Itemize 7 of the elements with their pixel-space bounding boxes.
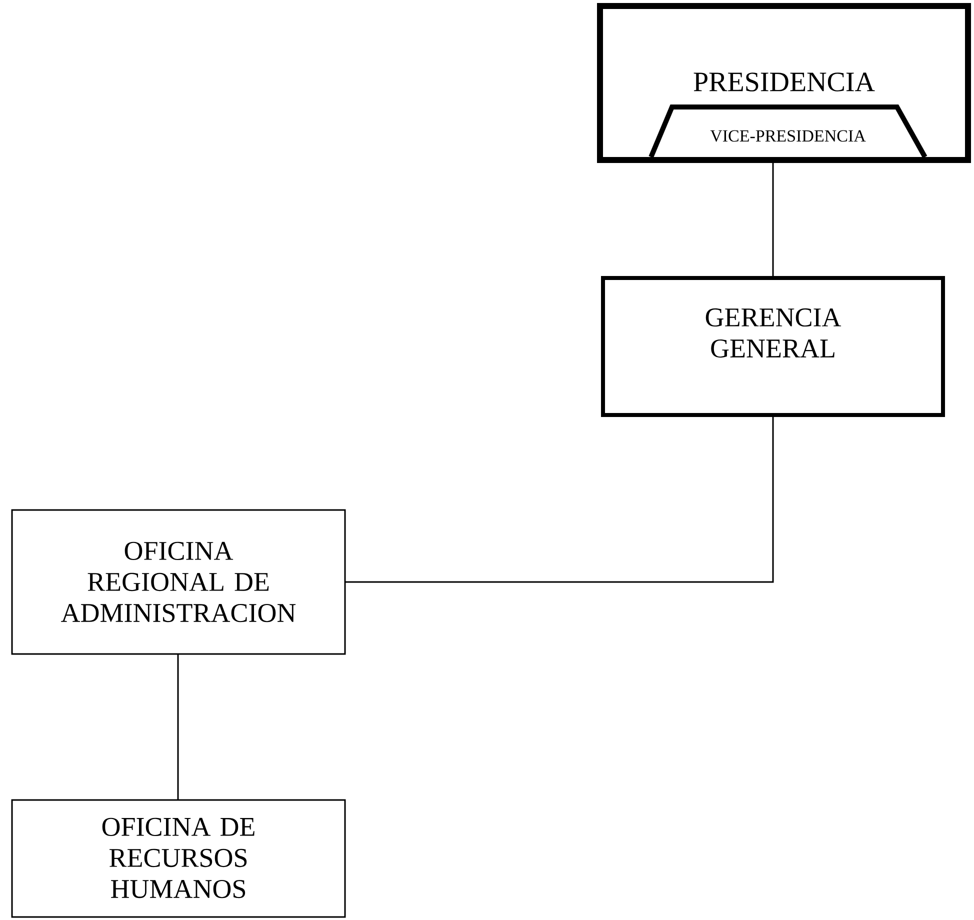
org-box: OFICINA DE RECURSOS HUMANOS (11, 799, 346, 918)
connector-line (177, 654, 179, 800)
connector-line (772, 160, 774, 278)
org-box: GERENCIA GENERAL (601, 276, 945, 417)
org-box: OFICINA REGIONAL DE ADMINISTRACION (11, 509, 346, 655)
trapezoid-box: VICE-PRESIDENCIA (648, 104, 928, 158)
connector-line (345, 415, 774, 583)
